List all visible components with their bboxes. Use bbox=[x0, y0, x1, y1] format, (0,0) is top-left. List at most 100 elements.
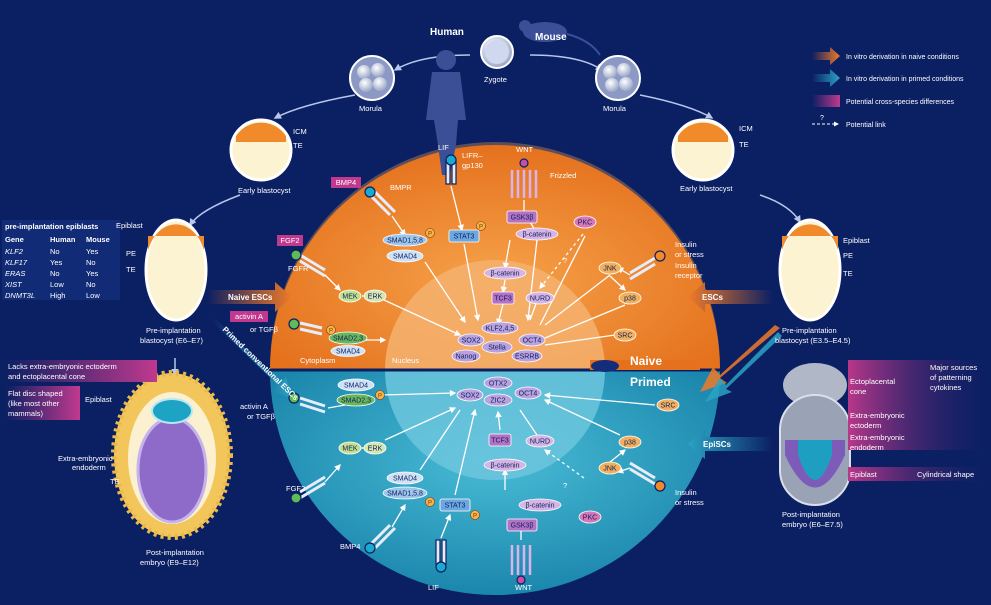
callout-lacks-bg bbox=[5, 360, 157, 382]
node-gsk3b: GSK3β bbox=[506, 210, 538, 224]
pathway-label: LIFR– bbox=[462, 151, 483, 160]
species-mouse: Mouse bbox=[535, 32, 567, 43]
phosphate-icon: P bbox=[425, 497, 435, 507]
pathway-label: activin A bbox=[240, 402, 268, 411]
pathway-label: or TGFβ bbox=[247, 412, 276, 421]
pathway-label: FGF2 bbox=[286, 484, 305, 493]
node-smad23-label: SMAD2,3 bbox=[333, 336, 363, 343]
svg-text:P: P bbox=[479, 224, 483, 230]
preimplantation-blastocyst-mouse bbox=[778, 218, 842, 322]
postimplantation-embryo-mouse bbox=[779, 363, 851, 506]
table-cell: No bbox=[86, 258, 96, 267]
svg-text:P: P bbox=[428, 500, 432, 506]
node-p-zic2: ZIC2 bbox=[483, 393, 513, 407]
node-p-pkc: PKC bbox=[578, 510, 602, 524]
label-early-blast-mouse: Early blastocyst bbox=[680, 184, 733, 193]
node-klf-label: KLF2,4,5 bbox=[486, 326, 515, 333]
early-blastocyst-mouse bbox=[671, 118, 735, 182]
node-smad4: SMAD4 bbox=[386, 249, 424, 263]
pathway-label: ? bbox=[563, 256, 567, 265]
node-p-jnk: JNK bbox=[598, 461, 622, 475]
node-p-src-label: SRC bbox=[661, 403, 676, 410]
node-nanog: Nanog bbox=[451, 349, 481, 363]
derivation-arrows bbox=[207, 282, 782, 459]
species-human: Human bbox=[430, 27, 464, 38]
label-preimp-mouse-1: Pre-implantation bbox=[782, 326, 837, 335]
pathway-label: WNT bbox=[515, 583, 532, 592]
postimplantation-embryo-human bbox=[111, 370, 233, 540]
node-nurd-label: NURD bbox=[530, 296, 550, 303]
table-cell: KLF17 bbox=[5, 258, 28, 267]
label-early-blast-human: Early blastocyst bbox=[238, 186, 291, 195]
pathway-label: LIF bbox=[428, 583, 439, 592]
ligand-box: activin A bbox=[230, 311, 268, 322]
legend-primed-text: In vitro derivation in primed conditions bbox=[846, 76, 964, 83]
label-extra-ecto-mouse-2: ectoderm bbox=[850, 421, 881, 430]
table-cell: KLF2 bbox=[5, 247, 24, 256]
phosphate-icon: P bbox=[470, 510, 480, 520]
label-ectoplacental-2: cone bbox=[850, 387, 866, 396]
node-esrrb: ESRRB bbox=[511, 349, 543, 363]
node-p-nurd-label: NURD bbox=[530, 439, 550, 446]
node-p-smad158-label: SMAD1,5,8 bbox=[387, 491, 423, 498]
label-epiblast-post-human: Epiblast bbox=[85, 395, 113, 404]
label-postimp-human-1: Post-implantation bbox=[146, 548, 204, 557]
table-cell: DNMT3L bbox=[5, 291, 35, 300]
node-oct4: OCT4 bbox=[518, 333, 546, 347]
table-cell: ERAS bbox=[5, 269, 25, 278]
callout-major-1: Major sources bbox=[930, 363, 977, 372]
label-ectoplacental-1: Ectoplacental bbox=[850, 377, 895, 386]
svg-text:P: P bbox=[378, 393, 382, 399]
callout-major-3: cytokines bbox=[930, 383, 962, 392]
node-p-bcat1: β-catenin bbox=[483, 458, 527, 472]
pathway-label: Insulin bbox=[675, 488, 697, 497]
table-header-mouse: Mouse bbox=[86, 235, 110, 244]
ligand-box: BMP4 bbox=[331, 177, 361, 188]
phosphate-icon: P bbox=[476, 221, 486, 231]
label-postimp-mouse-1: Post-implantation bbox=[782, 510, 840, 519]
svg-text:P: P bbox=[329, 328, 333, 334]
phosphate-icon: P bbox=[326, 325, 336, 335]
node-p-smad158: SMAD1,5,8 bbox=[382, 486, 428, 500]
node-pkc-label: PKC bbox=[578, 220, 592, 227]
arrow-episcs: EpiSCs bbox=[703, 440, 732, 449]
table-cell: Yes bbox=[86, 269, 98, 278]
cell-nucleus: Nucleus bbox=[392, 356, 419, 365]
ligand-box: FGF2 bbox=[277, 235, 303, 246]
node-oct4-label: OCT4 bbox=[523, 338, 542, 345]
node-p-bcat2-label: β-catenin bbox=[526, 503, 555, 510]
legend-naive-text: In vitro derivation in naive conditions bbox=[846, 54, 959, 61]
node-smad4b: SMAD4 bbox=[330, 345, 366, 357]
node-p-zic2-label: ZIC2 bbox=[490, 398, 505, 405]
primed-signal-arrows bbox=[324, 389, 656, 540]
legend-q: ? bbox=[820, 115, 824, 122]
label-te-human: TE bbox=[293, 141, 303, 150]
primed-receptors bbox=[288, 392, 666, 585]
legend-primed-arrow-icon bbox=[812, 69, 840, 87]
node-p-sox2: SOX2 bbox=[456, 388, 484, 402]
arrow-naive-escs: Naive ESCs bbox=[228, 293, 273, 302]
label-pe-mouse: PE bbox=[843, 251, 853, 260]
node-mek: MEK bbox=[338, 289, 362, 303]
label-preimp-human-2: blastocyst (E6–E7) bbox=[140, 336, 203, 345]
node-p-smad23: SMAD2,3 bbox=[336, 393, 376, 407]
legend-diff-text: Potential cross-species differences bbox=[846, 99, 955, 106]
legend-diff-swatch bbox=[812, 95, 840, 107]
label-extra-endo-mouse-1: Extra-embryonic bbox=[850, 433, 905, 442]
node-jnk: JNK bbox=[598, 261, 622, 275]
node-p-oct4-label: OCT4 bbox=[519, 391, 538, 398]
table-cell: Low bbox=[50, 280, 64, 289]
label-extra-endo-human-1: Extra-embryonic bbox=[58, 454, 113, 463]
callout-flat-1: Flat disc shaped bbox=[8, 389, 63, 398]
node-p-gsk3b-label: GSK3β bbox=[511, 523, 534, 530]
node-p-p38-label: p38 bbox=[624, 440, 636, 447]
pathway-label: or TGFβ bbox=[250, 325, 279, 334]
phosphate-icon: P bbox=[375, 390, 385, 400]
label-epiblast-post-mouse: Epiblast bbox=[850, 470, 878, 479]
node-esrrb-label: ESRRB bbox=[515, 354, 539, 361]
node-p-mek: MEK bbox=[338, 441, 362, 455]
cell-cytoplasm: Cytoplasm bbox=[300, 356, 335, 365]
label-icm-human: ICM bbox=[293, 127, 307, 136]
